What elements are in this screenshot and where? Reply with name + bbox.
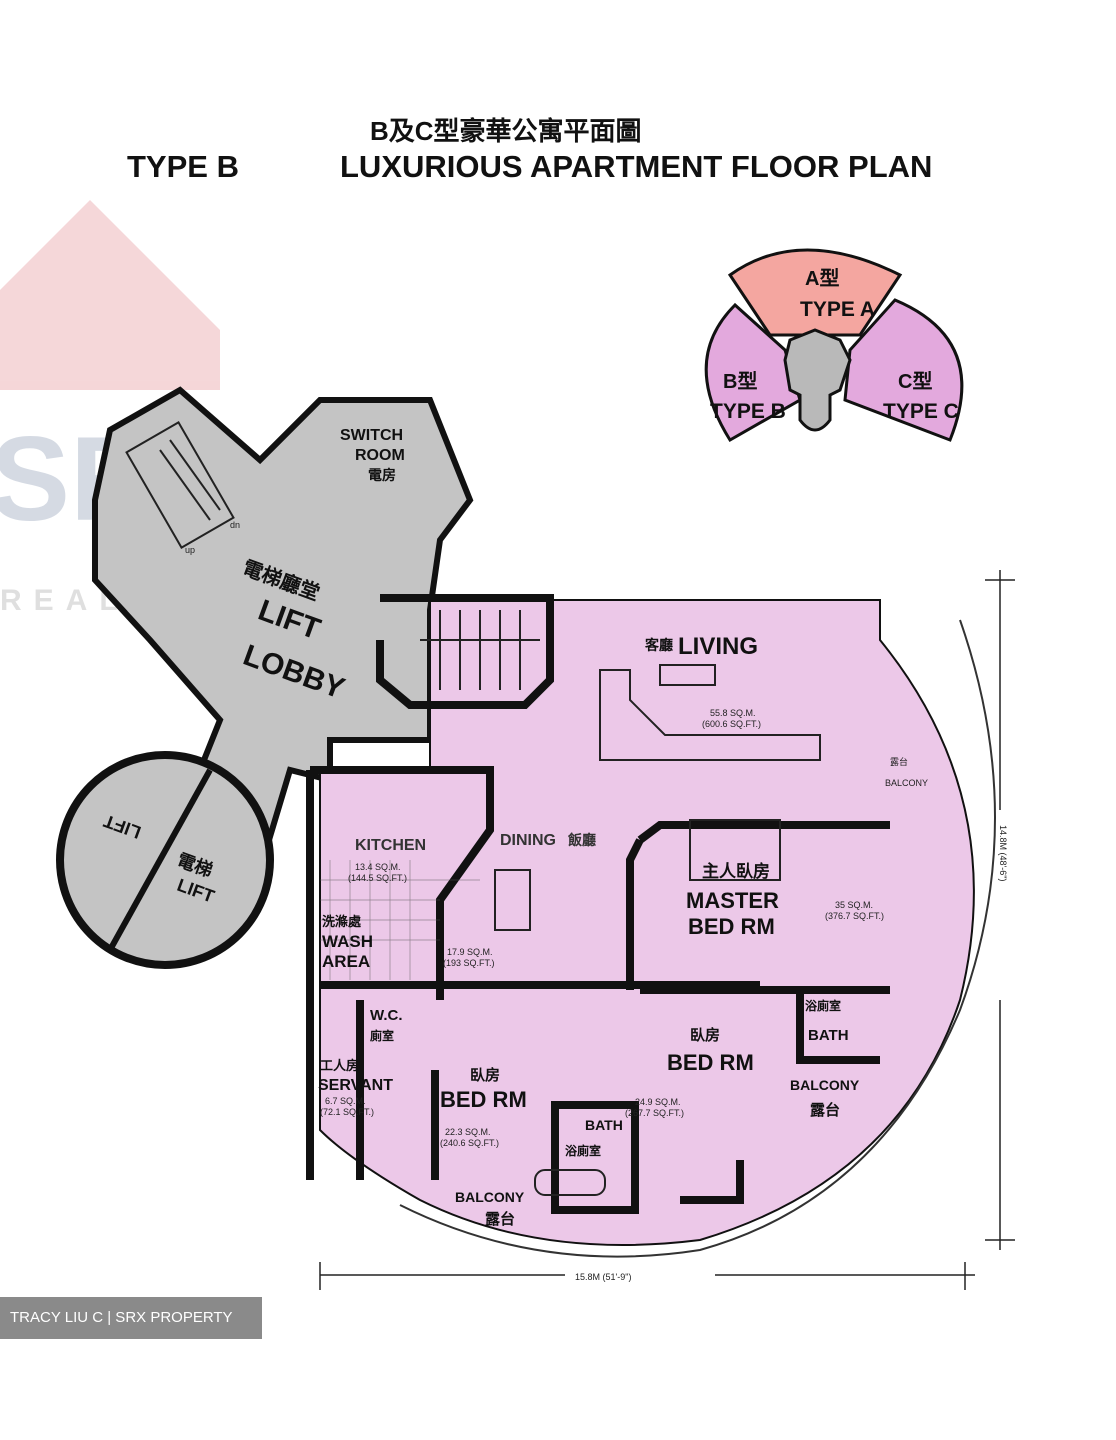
rooms-kitchen-area-m-label: 13.4 SQ.M.	[355, 862, 401, 872]
apartment-type-b	[306, 594, 996, 1258]
rooms-wash-en1-label: WASH	[322, 932, 373, 951]
key-plan-type-a-en-label: TYPE A	[800, 298, 875, 321]
rooms-balcony2-zh-label: 露台	[810, 1101, 840, 1119]
rooms-balcony2-en-label: BALCONY	[790, 1077, 860, 1093]
rooms-bed1-area-ft-label: (240.6 SQ.FT.)	[440, 1138, 499, 1148]
rooms-master-area-m-label: 35 SQ.M.	[835, 900, 873, 910]
title-type: TYPE B	[127, 149, 239, 184]
rooms-bed1-zh-label: 臥房	[470, 1066, 500, 1084]
key-plan-type-c	[843, 298, 964, 442]
key-plan-type-b-en-label: TYPE B	[710, 400, 786, 423]
rooms-balcony3-zh-label: 露台	[890, 756, 908, 767]
key-plan-type-a	[727, 248, 903, 337]
key-plan-type-a-zh-label: A型	[805, 267, 839, 290]
rooms-wash-en2-label: AREA	[322, 952, 370, 971]
common-area-stair-up-label: up	[185, 545, 195, 555]
furniture	[494, 664, 821, 1196]
rooms-living-area-m-label: 55.8 SQ.M.	[710, 708, 756, 718]
key-plan	[704, 248, 964, 443]
dimension-lines	[319, 570, 1015, 1290]
title-english: LUXURIOUS APARTMENT FLOOR PLAN	[340, 149, 932, 184]
rooms-master-en1-label: MASTER	[686, 888, 779, 913]
title-chinese: B及C型豪華公寓平面圖	[370, 116, 642, 146]
rooms-servant-zh-label: 工人房	[320, 1058, 359, 1073]
rooms-balcony1-en-label: BALCONY	[455, 1189, 525, 1205]
key-plan-type-b	[704, 302, 802, 443]
rooms-bed2-area-ft-label: (267.7 SQ.FT.)	[625, 1108, 684, 1118]
rooms-bed2-area-m-label: 24.9 SQ.M.	[635, 1097, 681, 1107]
common-area-switch-room-en2-label: ROOM	[355, 447, 405, 464]
rooms-bed1-area-m-label: 22.3 SQ.M.	[445, 1127, 491, 1137]
rooms-balcony3-en-label: BALCONY	[885, 778, 928, 788]
width-dimension: 15.8M (51'-9")	[575, 1272, 631, 1282]
key-plan-core	[783, 328, 852, 432]
key-plan-type-c-zh-label: C型	[898, 370, 932, 393]
rooms-wc-zh-label: 廁室	[370, 1028, 394, 1043]
rooms-kitchen-en-label: KITCHEN	[355, 837, 426, 854]
rooms-master-area-ft-label: (376.7 SQ.FT.)	[825, 911, 884, 921]
rooms-dining-area-m-label: 17.9 SQ.M.	[447, 947, 493, 957]
rooms-wc-en-label: W.C.	[370, 1007, 403, 1024]
rooms-master-en2-label: BED RM	[688, 914, 775, 939]
key-plan-type-b-zh-label: B型	[723, 370, 757, 393]
rooms-balcony1-zh-label: 露台	[485, 1210, 515, 1228]
rooms-dining-area-ft-label: (193 SQ.FT.)	[443, 958, 495, 968]
rooms-servant-area-ft-label: (72.1 SQ.FT.)	[320, 1107, 374, 1117]
rooms-bed2-en-label: BED RM	[667, 1050, 754, 1075]
rooms-bath2-en-label: BATH	[808, 1027, 849, 1044]
common-area-stair-dn-label: dn	[230, 520, 240, 530]
rooms-bed1-en-label: BED RM	[440, 1087, 527, 1112]
rooms-bed2-zh-label: 臥房	[690, 1026, 720, 1044]
depth-dimension: 14.8M (48'-6")	[998, 825, 1008, 881]
rooms-dining-zh-label: 飯廳	[567, 832, 596, 848]
rooms-servant-en-label: SERVANT	[318, 1077, 393, 1094]
rooms-living-zh-label: 客廳	[644, 637, 673, 653]
lift-shaft-area	[56, 751, 274, 969]
common-area-switch-room-en1-label: SWITCH	[340, 427, 403, 444]
rooms-bath1-en-label: BATH	[585, 1117, 623, 1133]
rooms-wash-zh-label: 洗滌處	[322, 914, 362, 929]
rooms-bath2-zh-label: 浴廁室	[805, 998, 841, 1013]
rooms-living-area-ft-label: (600.6 SQ.FT.)	[702, 719, 761, 729]
rooms-living-en-label: LIVING	[678, 633, 758, 660]
key-plan-type-c-en-label: TYPE C	[883, 400, 959, 423]
common-area	[56, 386, 474, 969]
rooms-master-zh-label: 主人臥房	[702, 861, 770, 881]
rooms-kitchen-area-ft-label: (144.5 SQ.FT.)	[348, 873, 407, 883]
rooms-bath1-zh-label: 浴廁室	[565, 1143, 601, 1158]
rooms-dining-en-label: DINING	[500, 832, 556, 849]
rooms-servant-area-m-label: 6.7 SQ.M.	[325, 1096, 366, 1106]
common-area-switch-room-zh-label: 電房	[368, 467, 396, 483]
photo-credit-caption: TRACY LIU C | SRX PROPERTY	[0, 1297, 262, 1339]
